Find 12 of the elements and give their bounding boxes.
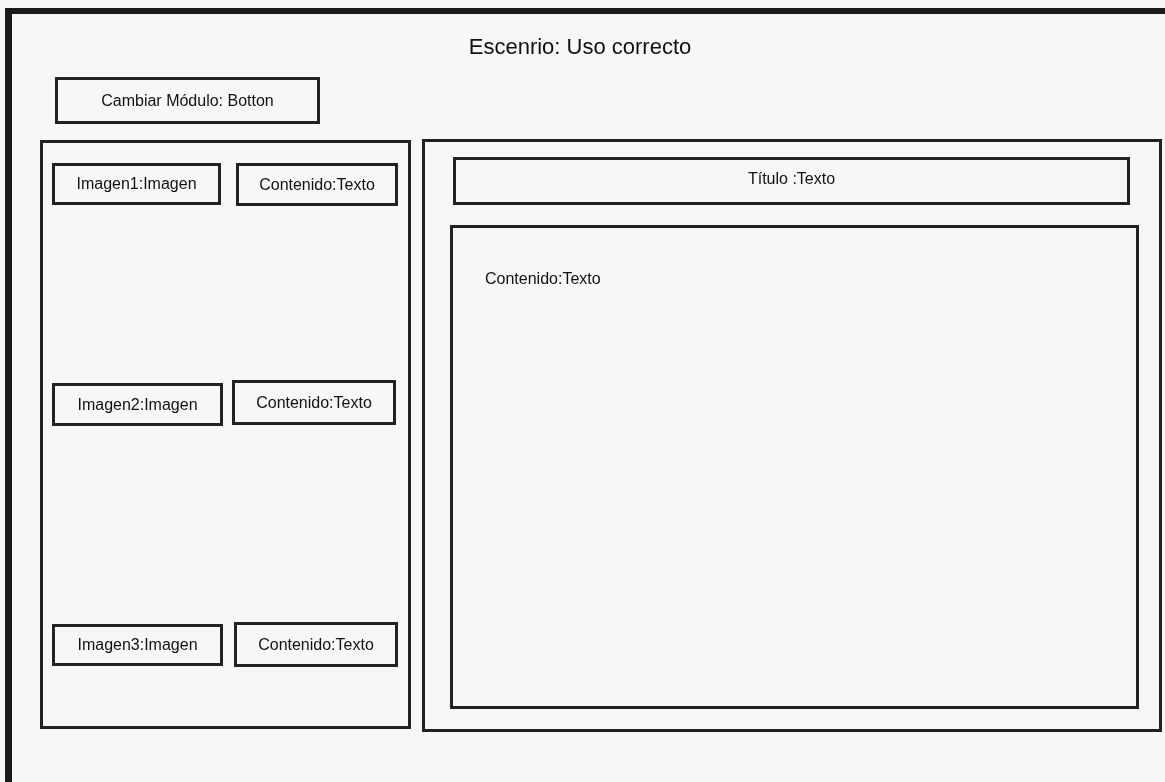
text-field: Contenido:Texto (232, 380, 396, 425)
image-field: Imagen2:Imagen (52, 383, 223, 426)
button: Cambiar Módulo: Botton (55, 77, 320, 124)
title-bar: Título :Texto (453, 157, 1130, 205)
content-area: Contenido:Texto (450, 225, 1139, 709)
text-field: Contenido:Texto (236, 163, 398, 206)
scenario-title: Escenrio: Uso correcto (467, 34, 693, 60)
image-field: Imagen1:Imagen (52, 163, 221, 205)
text-field: Contenido:Texto (234, 622, 398, 667)
panel (40, 140, 411, 729)
panel (422, 139, 1162, 732)
image-field: Imagen3:Imagen (52, 624, 223, 666)
